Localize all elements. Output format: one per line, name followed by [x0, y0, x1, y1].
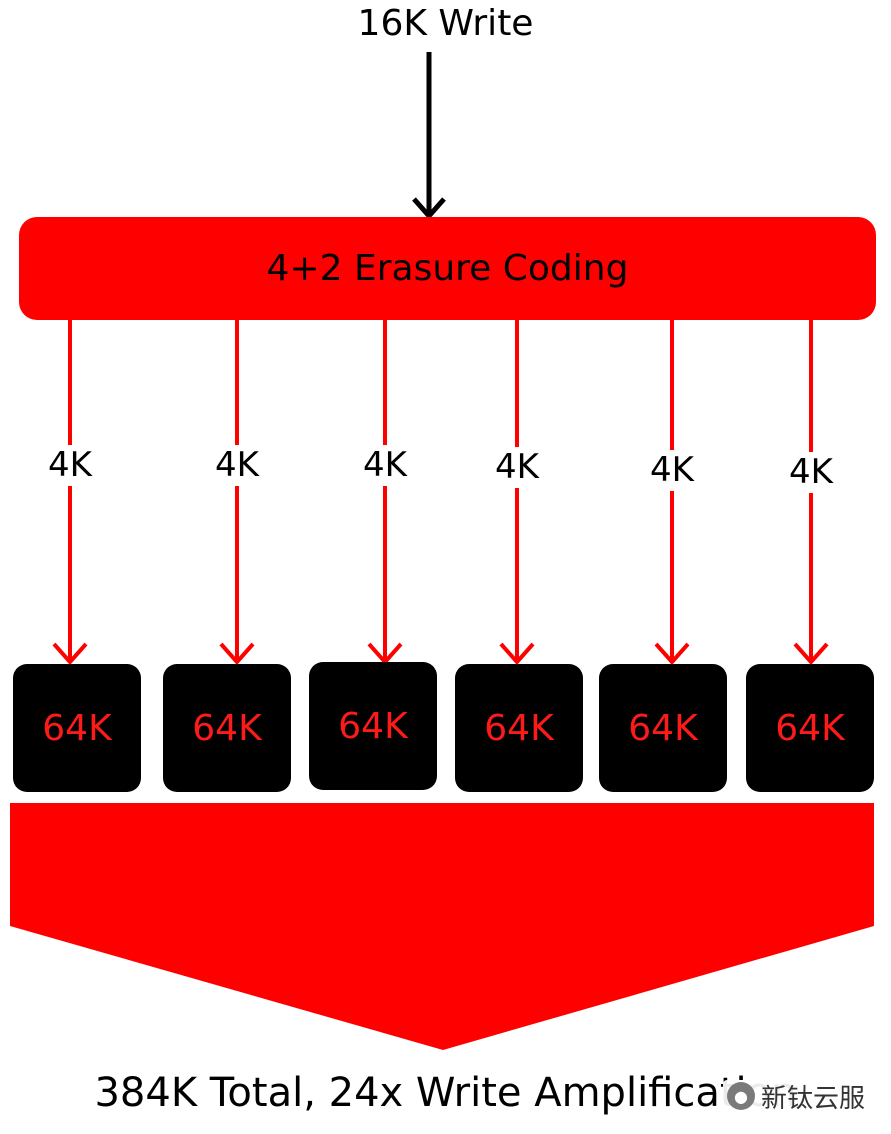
chunk-size-label: 4K: [477, 447, 557, 488]
wechat-icon: ●: [726, 1082, 755, 1110]
chunk-size-label: 4K: [632, 450, 712, 491]
chunk-size-label: 4K: [771, 452, 851, 493]
disk-size-label: 64K: [628, 707, 698, 749]
chunk-size-label: 4K: [345, 445, 425, 486]
output-funnel: [10, 803, 874, 1050]
erasure-coding-label: 4+2 Erasure Coding: [266, 248, 629, 289]
chunk-size-label: 4K: [197, 445, 277, 486]
disk-block: 64K: [599, 664, 727, 792]
disk-block: 64K: [309, 662, 437, 790]
branch-arrowhead: [52, 642, 88, 664]
erasure-coding-block: 4+2 Erasure Coding: [19, 217, 876, 320]
watermark: ● 新钛云服: [722, 1080, 869, 1114]
disk-size-label: 64K: [42, 707, 112, 749]
disk-size-label: 64K: [192, 707, 262, 749]
disk-size-label: 64K: [338, 705, 408, 747]
disk-block: 64K: [746, 664, 874, 792]
chunk-size-label: 4K: [30, 445, 110, 486]
branch-arrowhead: [219, 642, 255, 664]
branch-arrowhead: [499, 642, 535, 664]
watermark-text: 新钛云服: [760, 1083, 865, 1114]
disk-size-label: 64K: [775, 707, 845, 749]
branch-arrowhead: [654, 642, 690, 664]
input-label: 16K Write: [357, 3, 534, 44]
disk-size-label: 64K: [484, 707, 554, 749]
disk-block: 64K: [13, 664, 141, 792]
disk-block: 64K: [455, 664, 583, 792]
write-amplification-summary: 384K Total, 24x Write Amplification: [94, 1070, 797, 1116]
branch-arrowhead: [793, 642, 829, 664]
input-arrowhead: [412, 197, 446, 219]
disk-block: 64K: [163, 664, 291, 792]
branch-arrows: [52, 320, 829, 664]
